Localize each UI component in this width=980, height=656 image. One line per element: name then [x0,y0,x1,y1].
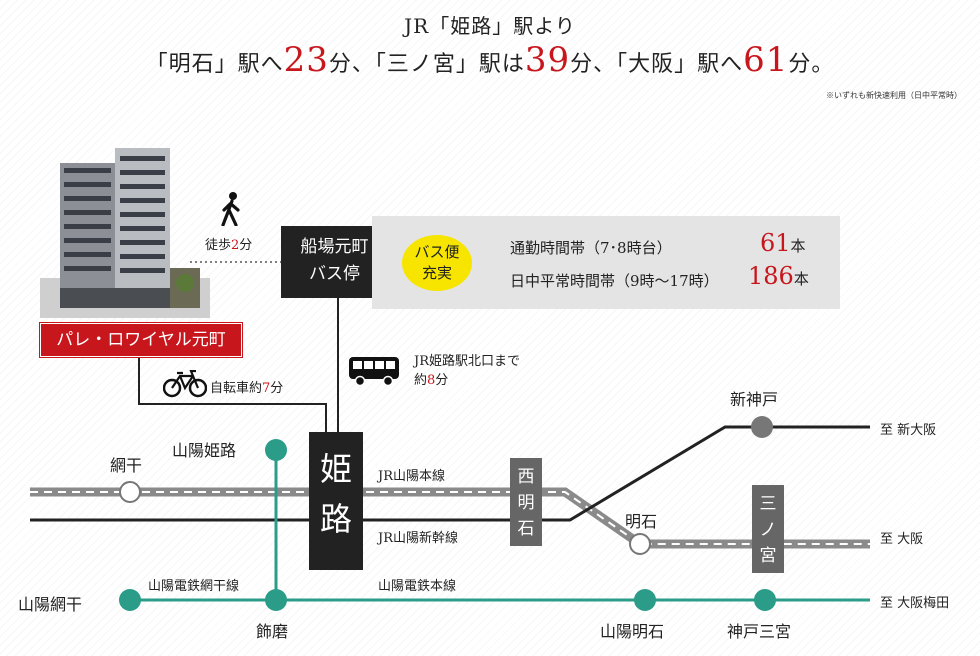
walk-minutes: 2 [231,238,240,253]
bus-icon [349,357,399,387]
station-marker-kobe-sannomiya [754,589,776,611]
headline-text-osaka: 分、「大阪」駅へ [570,52,744,77]
station-label-shin-kobe: 新神戸 [730,390,779,409]
nishi-akashi-char-3: 石 [517,519,535,539]
footnote: ※いずれも新快速利用（日中平常時） [826,91,962,100]
bus-route-destination: JR姫路駅北口まで [414,354,520,369]
station-marker-akashi [629,533,651,555]
line-label-sanyo-main: 山陽電鉄本線 [378,579,457,594]
bicycle-icon [163,370,207,398]
line-label-jr-sanyo: JR山陽本線 [378,469,445,484]
station-marker-sanyo-himeji [265,439,287,461]
daytime-bus-count: 186本 [748,262,809,290]
bus-route-label: JR姫路駅北口まで 約8分 [414,352,520,390]
jr-shinkansen-line [30,425,870,522]
line-label-jr-shinkansen: JR山陽新幹線 [378,531,458,546]
walking-person-icon [221,192,240,226]
headline-text-end: 分。 [788,52,835,77]
bus-stop-name: 船場元町 [300,237,369,257]
headline-line2: 「明石」駅へ23分、「三ノ宮」駅は39分、「大阪」駅へ61分。 [0,40,980,80]
sannomiya-char-2: ノ [759,520,777,540]
station-label-sanyo-akashi: 山陽明石 [600,622,665,641]
bike-prefix: 自転車約 [210,381,263,396]
station-sannomiya-box: 三 ノ 宮 [752,485,784,573]
line-label-sanyo-aboshi: 山陽電鉄網干線 [148,579,240,594]
station-label-aboshi: 網干 [110,456,143,475]
walk-time-label: 徒歩2分 [205,234,252,253]
building-image [40,148,210,318]
himeji-char-1: 姫 [319,450,352,488]
station-nishi-akashi-box: 西 明 石 [510,458,542,546]
property-name-label: パレ・ロワイヤル元町 [40,323,242,357]
commute-hours-label: 通勤時間帯（7･8時台） [510,239,672,257]
station-marker-aboshi [119,481,141,503]
bike-route-line [138,355,327,432]
nishi-akashi-char-2: 明 [517,493,535,513]
bus-time-suffix: 分 [435,373,449,388]
daytime-hours-label: 日中平常時間帯（9時〜17時） [510,272,719,290]
daytime-count-value: 186 [748,262,794,290]
himeji-char-2: 路 [319,500,352,538]
bus-time-minutes: 8 [427,373,436,388]
station-label-shikama: 飾磨 [256,622,289,641]
bus-frequency-badge: バス便 充実 [402,235,472,291]
station-label-sanyo-himeji: 山陽姫路 [172,441,237,460]
bus-time-prefix: 約 [414,373,428,388]
destination-shin-osaka: 至 新大阪 [880,423,937,438]
station-label-kobe-sannomiya: 神戸三宮 [727,622,792,641]
station-himeji-box: 姫 路 [309,432,363,570]
walk-prefix: 徒歩 [205,238,232,253]
minutes-sannomiya: 39 [524,40,571,80]
nishi-akashi-char-1: 西 [517,467,535,487]
commute-count-value: 61 [760,229,791,257]
headline-line1: JR「姫路」駅より [404,14,576,38]
destination-osaka: 至 大阪 [880,532,924,547]
headline-text-sannomiya: 分、「三ノ宮」駅は [328,52,525,77]
bus-stop-label: バス停 [309,264,360,284]
bike-suffix: 分 [270,381,284,396]
headline-text-akashi: 「明石」駅へ [145,52,284,77]
walk-suffix: 分 [239,238,253,253]
minutes-osaka: 61 [743,40,789,80]
station-marker-sanyo-akashi [634,589,656,611]
sanyo-railway-lines [130,450,870,602]
bike-minutes: 7 [262,381,271,396]
commute-count-unit: 本 [790,237,806,255]
bike-time-label: 自転車約7分 [210,377,283,396]
bus-stop-box: 船場元町 バス停 [281,226,388,298]
station-marker-shin-kobe [751,416,773,438]
badge-line2: 充実 [421,264,452,282]
sannomiya-char-3: 宮 [759,546,777,566]
daytime-count-unit: 本 [793,270,809,288]
station-label-akashi: 明石 [625,512,658,531]
destination-osaka-umeda: 至 大阪梅田 [880,596,950,611]
station-marker-shikama [265,589,287,611]
bus-route-time: 約8分 [414,371,520,390]
station-label-sanyo-aboshi: 山陽網干 [18,595,83,614]
minutes-akashi: 23 [283,40,329,80]
station-marker-sanyo-aboshi [119,589,141,611]
badge-line1: バス便 [414,243,460,261]
commute-bus-count: 61本 [760,229,806,257]
sannomiya-char-1: 三 [759,494,777,514]
